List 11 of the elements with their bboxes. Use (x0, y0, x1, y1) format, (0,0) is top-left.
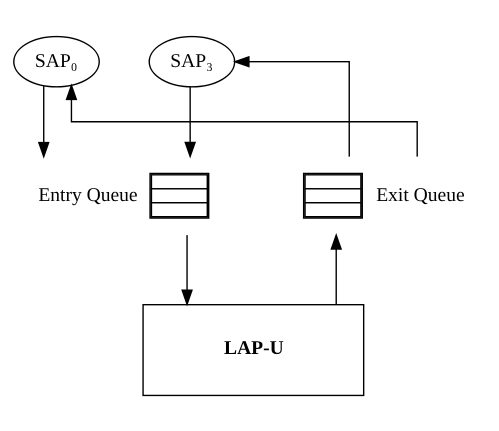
node-box: LAP-U (142, 303, 364, 396)
node-label: Entry Queue (38, 184, 138, 206)
arrow (330, 232, 342, 304)
arrow (184, 86, 196, 158)
node-ellipse: SAP₀ (13, 35, 100, 88)
arrow (181, 234, 193, 306)
arrow (38, 86, 50, 158)
node-ellipse: SAP₃ (148, 35, 236, 88)
node-label: Exit Queue (376, 184, 465, 206)
arrow (232, 55, 350, 156)
arrow (66, 82, 418, 156)
